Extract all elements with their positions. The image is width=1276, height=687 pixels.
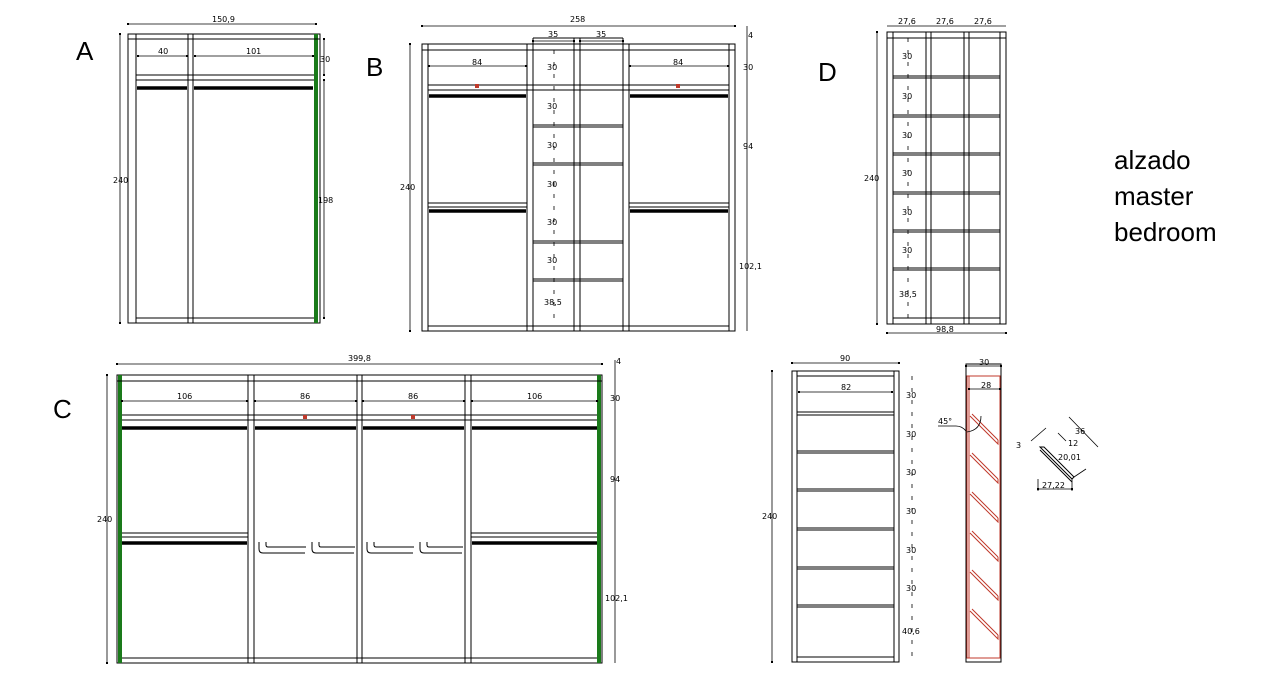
title-line: master [1114, 181, 1194, 211]
inclined-shelves [969, 413, 999, 641]
dim-shelf: 30 [906, 468, 916, 477]
dim-shelf: 30 [902, 246, 912, 255]
dim-shelf: 30 [902, 92, 912, 101]
dim-shelf: 30 [547, 141, 557, 150]
dim-shelf: 38,5 [544, 298, 562, 307]
dim-right: 102,1 [739, 262, 762, 271]
dim-section: 84 [472, 58, 482, 67]
dim-height: 240 [762, 512, 777, 521]
rail-bracket [411, 415, 415, 419]
dim-width: 150,9 [212, 15, 235, 24]
dim-detail: 36 [1075, 427, 1085, 436]
dim-width: 258 [570, 15, 585, 24]
dim-section: 101 [246, 47, 261, 56]
elevation-d: D 27,6 27,6 27,6 240 98,8 30 30 30 30 30… [818, 17, 1008, 335]
dim-detail: 27,22 [1042, 481, 1065, 490]
section-view: 30 28 45° [938, 358, 1003, 663]
dim-detail: 12 [1068, 439, 1078, 448]
dim-shelf: 30 [902, 131, 912, 140]
dim-right: 94 [610, 475, 620, 484]
dim-section: 40 [158, 47, 168, 56]
dim-height: 240 [97, 515, 112, 524]
dim-shelf: 40,6 [902, 627, 920, 636]
dim-shelf: 30 [547, 63, 557, 72]
dim-right: 30 [320, 55, 330, 64]
dim-right: 30 [610, 394, 620, 403]
dim-right: 102,1 [605, 594, 628, 603]
title-line: alzado [1114, 145, 1191, 175]
dim-detail: 20,01 [1058, 453, 1081, 462]
trouser-hooks [258, 542, 463, 554]
rail-bracket [676, 84, 680, 88]
dim-inner: 28 [981, 381, 991, 390]
dim-shelf: 30 [902, 52, 912, 61]
dim-section: 86 [408, 392, 418, 401]
label-c: C [53, 394, 72, 424]
dim-section: 35 [596, 30, 606, 39]
dim-section: 27,6 [936, 17, 954, 26]
dim-height: 240 [400, 183, 415, 192]
elevation-c: C 399,8 240 106 86 86 [53, 354, 628, 665]
label-a: A [76, 36, 94, 66]
dim-shelf: 30 [906, 430, 916, 439]
dim-shelf: 30 [547, 218, 557, 227]
dim-shelf: 30 [906, 391, 916, 400]
rail-bracket [303, 415, 307, 419]
elevation-b: B 258 240 84 35 [366, 15, 762, 333]
dim-width: 98,8 [936, 325, 954, 334]
rail-bracket [475, 84, 479, 88]
dim-section: 84 [673, 58, 683, 67]
drawing-title: alzado master bedroom [1114, 145, 1217, 247]
dim-section: 35 [548, 30, 558, 39]
dim-section: 106 [527, 392, 542, 401]
label-d: D [818, 57, 837, 87]
dim-right: 94 [743, 142, 753, 151]
title-line: bedroom [1114, 217, 1217, 247]
dim-right: 4 [616, 357, 621, 366]
dim-shelf: 30 [906, 546, 916, 555]
dim-shelf: 30 [902, 208, 912, 217]
dim-depth: 30 [979, 358, 989, 367]
dim-height: 240 [113, 176, 128, 185]
elevation-a: A 150,9 240 40 101 30 198 [76, 15, 333, 325]
dim-shelf: 30 [906, 507, 916, 516]
dim-shelf: 30 [906, 584, 916, 593]
dim-section: 27,6 [898, 17, 916, 26]
dim-width: 90 [840, 354, 850, 363]
dim-width: 399,8 [348, 354, 371, 363]
dim-right: 4 [748, 31, 753, 40]
dim-shelf: 30 [547, 102, 557, 111]
dim-shelf: 30 [547, 256, 557, 265]
shelf-detail: 3 12 36 20,01 27,22 [1016, 416, 1099, 491]
dim-angle: 45° [938, 417, 952, 426]
dim-shelf: 30 [547, 180, 557, 189]
dim-section: 106 [177, 392, 192, 401]
label-b: B [366, 52, 383, 82]
elevation-e: 90 82 240 30 30 30 30 30 30 40,6 [762, 354, 920, 664]
dim-section: 27,6 [974, 17, 992, 26]
dim-section: 86 [300, 392, 310, 401]
dim-right: 198 [318, 196, 333, 205]
dim-height: 240 [864, 174, 879, 183]
dim-detail: 3 [1016, 441, 1021, 450]
dim-inner: 82 [841, 383, 851, 392]
dim-shelf: 30 [902, 169, 912, 178]
dim-right: 30 [743, 63, 753, 72]
dim-shelf: 38,5 [899, 290, 917, 299]
